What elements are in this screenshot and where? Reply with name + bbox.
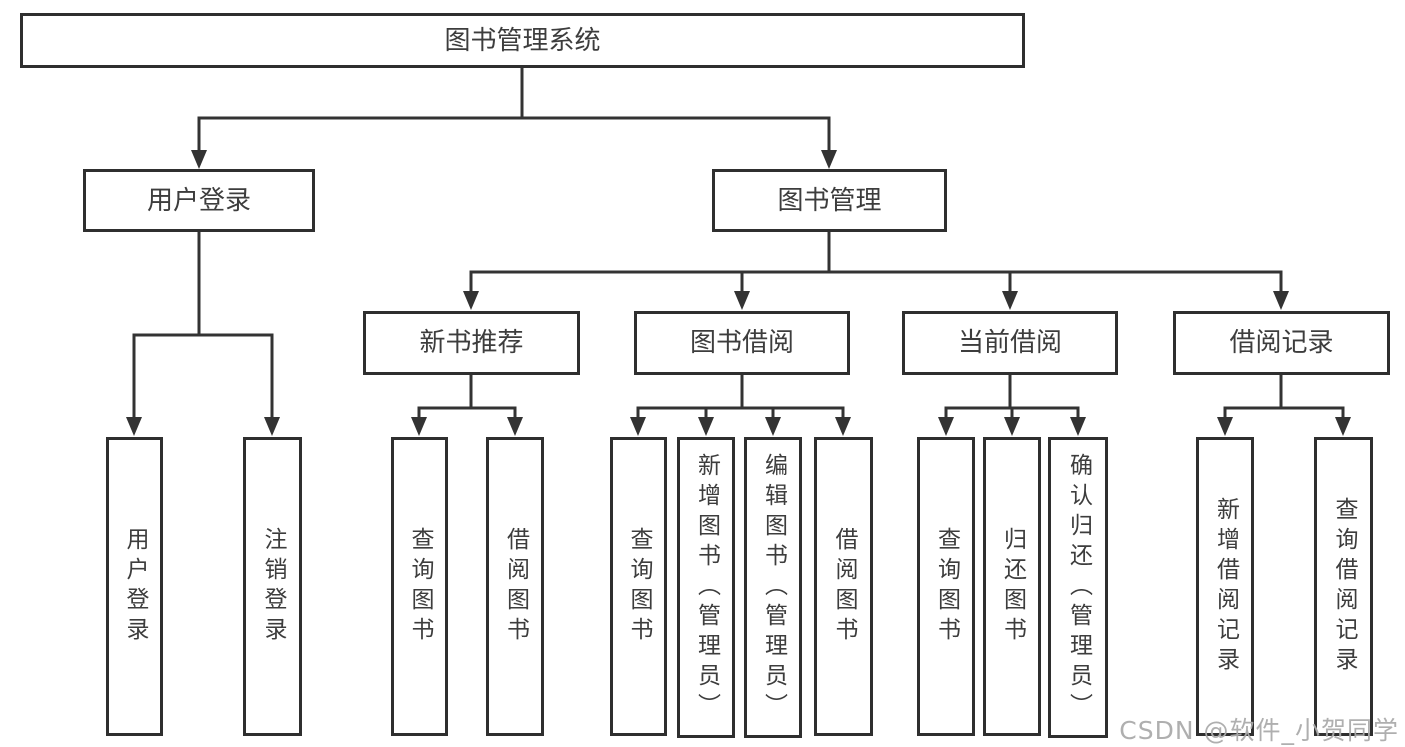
node-book-borrowing-label: 图书借阅: [689, 328, 794, 358]
leaf-user-login-label: 用户登录: [122, 526, 148, 647]
leaf-borrowing-query-books-label: 查询图书: [626, 526, 652, 647]
node-current-borrowing-label: 当前借阅: [957, 328, 1062, 358]
leaf-records-add-borrow-record-label: 新增借阅记录: [1212, 496, 1239, 677]
node-book-borrowing: 图书借阅: [634, 311, 850, 375]
leaf-current-query-books-label: 查询图书: [933, 526, 960, 647]
node-borrowing-records-label: 借阅记录: [1229, 328, 1334, 358]
leaf-borrowing-edit-books-admin: 编辑图书（管理员）: [744, 437, 802, 738]
leaf-current-confirm-return-admin-label: 确认归还（管理员）: [1065, 452, 1092, 723]
node-new-book-recommendation-label: 新书推荐: [419, 328, 524, 358]
leaf-newbooks-query-books: 查询图书: [391, 437, 448, 736]
node-user-login-branch-label: 用户登录: [146, 185, 251, 216]
node-library-management-system: 图书管理系统: [20, 13, 1025, 68]
leaf-borrowing-borrow-books-label: 借阅图书: [831, 526, 857, 647]
leaf-logout-label: 注销登录: [260, 526, 286, 647]
node-current-borrowing: 当前借阅: [902, 311, 1118, 375]
leaf-borrowing-add-books-admin: 新增图书（管理员）: [677, 437, 735, 738]
leaf-borrowing-add-books-admin-label: 新增图书（管理员）: [693, 452, 720, 723]
node-borrowing-records: 借阅记录: [1173, 311, 1390, 375]
leaf-current-query-books: 查询图书: [917, 437, 975, 736]
leaf-current-return-books: 归还图书: [983, 437, 1041, 736]
node-new-book-recommendation: 新书推荐: [363, 311, 580, 375]
leaf-newbooks-borrow-books-label: 借阅图书: [502, 526, 529, 647]
leaf-borrowing-borrow-books: 借阅图书: [814, 437, 873, 736]
leaf-records-add-borrow-record: 新增借阅记录: [1196, 437, 1254, 736]
leaf-borrowing-edit-books-admin-label: 编辑图书（管理员）: [760, 452, 787, 723]
csdn-watermark: CSDN @软件_小贺同学: [1119, 716, 1399, 745]
node-library-management-system-label: 图书管理系统: [444, 25, 601, 56]
leaf-logout: 注销登录: [243, 437, 302, 736]
leaf-borrowing-query-books: 查询图书: [610, 437, 667, 736]
node-book-management-branch: 图书管理: [712, 169, 947, 232]
node-book-management-branch-label: 图书管理: [777, 185, 882, 216]
leaf-user-login: 用户登录: [106, 437, 163, 736]
leaf-current-confirm-return-admin: 确认归还（管理员）: [1048, 437, 1108, 738]
leaf-current-return-books-label: 归还图书: [999, 526, 1026, 647]
leaf-records-query-borrow-record: 查询借阅记录: [1314, 437, 1373, 736]
leaf-newbooks-borrow-books: 借阅图书: [486, 437, 544, 736]
node-user-login-branch: 用户登录: [83, 169, 315, 232]
leaf-records-query-borrow-record-label: 查询借阅记录: [1331, 496, 1357, 677]
leaf-newbooks-query-books-label: 查询图书: [407, 526, 433, 647]
